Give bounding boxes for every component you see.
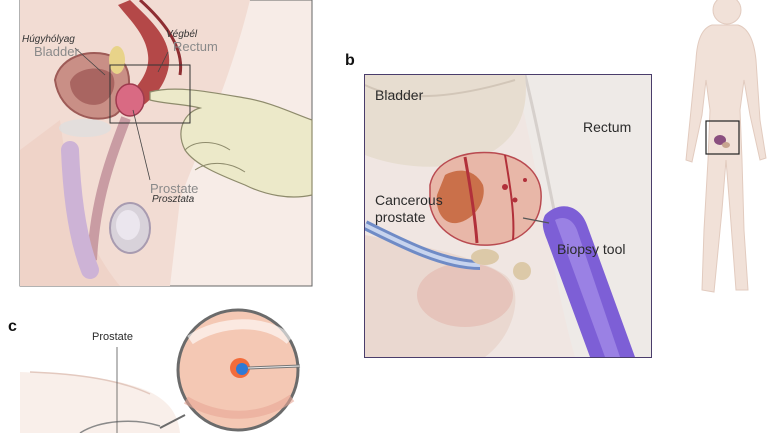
prostate-label: Prostate <box>150 181 199 196</box>
panel-b-illustration <box>365 75 651 357</box>
prostate-hu-label: Prosztata <box>152 194 195 205</box>
rectum-hu-label: Végbél <box>166 29 198 40</box>
cancerous-prostate-label-2: prostate <box>375 209 426 225</box>
panel-b-rectum-label: Rectum <box>583 119 632 135</box>
panel-c-illustration <box>20 308 301 433</box>
bladder-label: Bladder <box>34 44 79 59</box>
panel-a-illustration <box>19 0 313 287</box>
panel-c-prostate-label: Prostate <box>92 331 133 343</box>
biopsy-tool-label: Biopsy tool <box>557 241 626 257</box>
panel-a: Húgyhólyag Bladder Végbél Rectum Prostat… <box>0 0 330 300</box>
panel-c: Prostate <box>0 300 330 433</box>
panel-c-letter: c <box>8 318 17 335</box>
rectum-label: Rectum <box>173 39 218 54</box>
human-figure <box>685 0 767 293</box>
panel-b: Bladder Rectum Cancerous prostate Biopsy… <box>364 74 652 358</box>
bladder-hu-label: Húgyhólyag <box>22 34 75 45</box>
panel-b-letter: b <box>345 52 355 69</box>
cancerous-prostate-label-1: Cancerous <box>375 192 443 208</box>
panel-b-bladder-label: Bladder <box>375 87 424 103</box>
